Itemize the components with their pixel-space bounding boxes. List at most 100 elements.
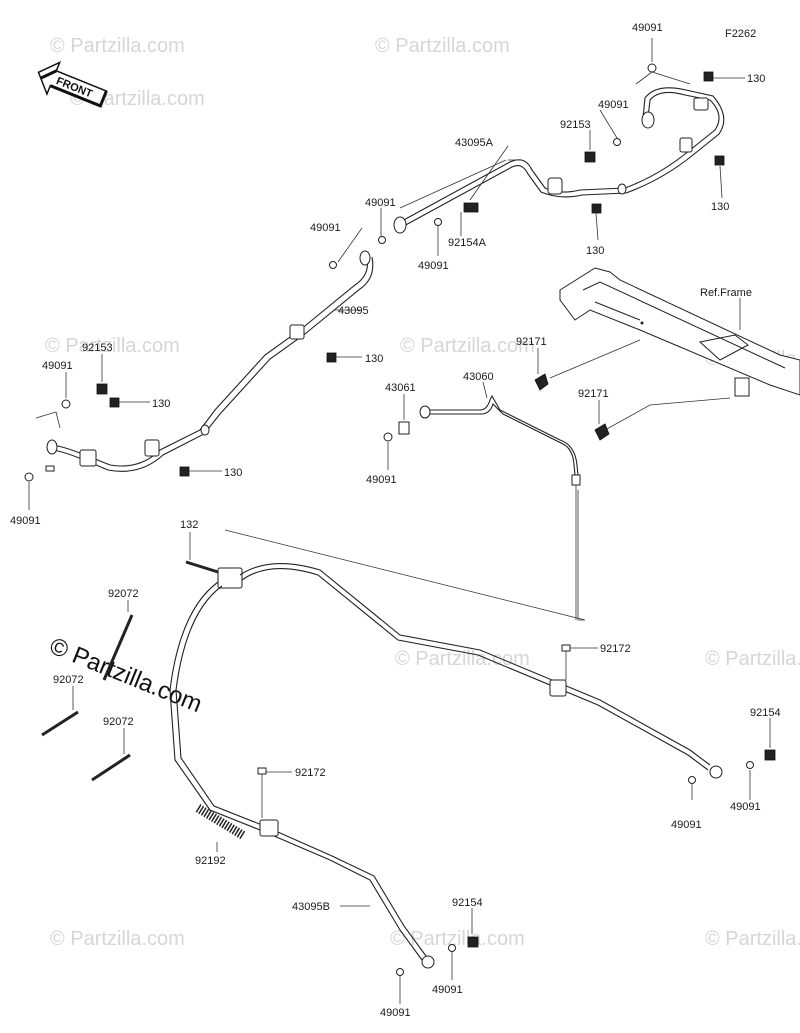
callout-49091: 49091 xyxy=(418,260,449,272)
callout-43095: 43095 xyxy=(338,305,369,317)
washer-49091 xyxy=(688,776,696,784)
bolt-92154 xyxy=(764,749,776,761)
watermark-layer: © Partzilla.com © Partzilla.com © Partzi… xyxy=(45,35,800,950)
spring-92192 xyxy=(195,804,247,840)
watermark-text: © Partzilla.com xyxy=(50,928,185,950)
callout-130: 130 xyxy=(711,201,729,213)
watermark-text: © Partzilla.com xyxy=(705,648,800,670)
callout-43095A: 43095A xyxy=(455,137,494,149)
callout-92192: 92192 xyxy=(195,855,226,867)
callout-49091: 49091 xyxy=(632,22,663,34)
callout-92154: 92154 xyxy=(452,897,483,909)
watermark-text: © Partzilla.com xyxy=(400,335,535,357)
brake-cable-right xyxy=(239,563,723,779)
callout-92172: 92172 xyxy=(295,767,326,779)
callout-49091: 49091 xyxy=(730,801,761,813)
washer-49091 xyxy=(378,236,386,244)
washer-49091 xyxy=(647,63,657,73)
figure-code: F2262 xyxy=(725,28,756,40)
callout-92072: 92072 xyxy=(103,716,134,728)
callout-49091: 49091 xyxy=(10,515,41,527)
hose-clamp xyxy=(679,137,693,153)
watermark-text: © Partzilla.com xyxy=(390,928,525,950)
pipe-43060 xyxy=(419,394,581,486)
callout-92072: 92072 xyxy=(53,674,84,686)
watermark-text: © Partzilla.com xyxy=(375,35,510,57)
callout-49091: 49091 xyxy=(380,1007,411,1019)
callout-49091: 49091 xyxy=(366,474,397,486)
banjo-fitting xyxy=(46,439,58,455)
banjo-fitting xyxy=(393,216,407,234)
pipe-fitting xyxy=(571,474,581,486)
watermark-text: © Partzilla.com xyxy=(50,35,185,57)
callout-49091: 49091 xyxy=(310,222,341,234)
bolt-130 xyxy=(326,352,337,363)
bolt-130 xyxy=(179,466,190,477)
bolt-92153 xyxy=(584,151,596,163)
callout-43060: 43060 xyxy=(463,371,494,383)
callout-92171: 92171 xyxy=(578,388,609,400)
callout-92072: 92072 xyxy=(108,588,139,600)
bolt-92153 xyxy=(96,383,108,395)
pipe-fitting xyxy=(419,405,431,419)
hose-clamp xyxy=(79,449,97,467)
callout-92171: 92171 xyxy=(516,336,547,348)
brake-cable-left xyxy=(169,581,435,969)
bolt-130 xyxy=(591,203,602,214)
clip-92171 xyxy=(534,373,549,391)
bolt-130 xyxy=(703,71,714,82)
clip-92171 xyxy=(594,423,610,441)
callout-92153: 92153 xyxy=(82,342,113,354)
banjo-bolt xyxy=(45,465,55,472)
banjo-fitting xyxy=(421,955,435,969)
callout-92153: 92153 xyxy=(560,119,591,131)
callout-92172: 92172 xyxy=(600,643,631,655)
junction-block xyxy=(217,567,243,589)
callout-130: 130 xyxy=(224,467,242,479)
banjo-fitting xyxy=(709,765,723,779)
callout-49091: 49091 xyxy=(365,197,396,209)
frame-reference xyxy=(549,267,800,431)
callout-49091: 49091 xyxy=(42,360,73,372)
callout-130: 130 xyxy=(586,245,604,257)
washer-49091 xyxy=(448,944,456,952)
fitting-43061 xyxy=(398,421,410,435)
callout-labels: 49091 130 49091 92153 43095A 130 130 490… xyxy=(10,22,781,1019)
washer-49091 xyxy=(434,218,442,226)
callout-43095B: 43095B xyxy=(292,901,330,913)
callout-92154: 92154 xyxy=(750,707,781,719)
callout-49091: 49091 xyxy=(671,819,702,831)
cable-tie-92072 xyxy=(102,614,134,681)
hose-clamp xyxy=(289,324,305,340)
banjo-fitting xyxy=(359,250,371,266)
cable-tie-92072 xyxy=(91,753,131,782)
washer-49091 xyxy=(24,472,34,482)
callout-130: 130 xyxy=(152,398,170,410)
bolt-130 xyxy=(109,397,120,408)
bolt-130 xyxy=(714,155,725,166)
watermark-text: © Partzilla.com xyxy=(705,928,800,950)
washer-49091 xyxy=(61,399,71,409)
hose-clamp xyxy=(144,439,160,457)
hose-43095A xyxy=(393,87,725,234)
callout-49091: 49091 xyxy=(432,984,463,996)
callout-130: 130 xyxy=(365,353,383,365)
cable-clamp xyxy=(259,819,279,837)
bolt-92154A xyxy=(463,202,479,213)
washer-49091 xyxy=(746,761,754,769)
bolt-92172 xyxy=(257,767,267,775)
cable-clamp xyxy=(549,679,567,697)
hose-sleeve xyxy=(617,183,627,195)
ref-frame-label: Ref.Frame xyxy=(700,287,752,299)
hose-43095 xyxy=(46,250,374,472)
washer-49091 xyxy=(613,138,621,146)
callout-132: 132 xyxy=(180,519,198,531)
joint-block xyxy=(547,177,563,195)
washer-49091 xyxy=(329,261,337,269)
callout-43061: 43061 xyxy=(385,382,416,394)
cable-tie-92072 xyxy=(41,710,79,737)
watermark-text: © Partzilla.com xyxy=(395,648,530,670)
washer-49091 xyxy=(383,432,393,442)
